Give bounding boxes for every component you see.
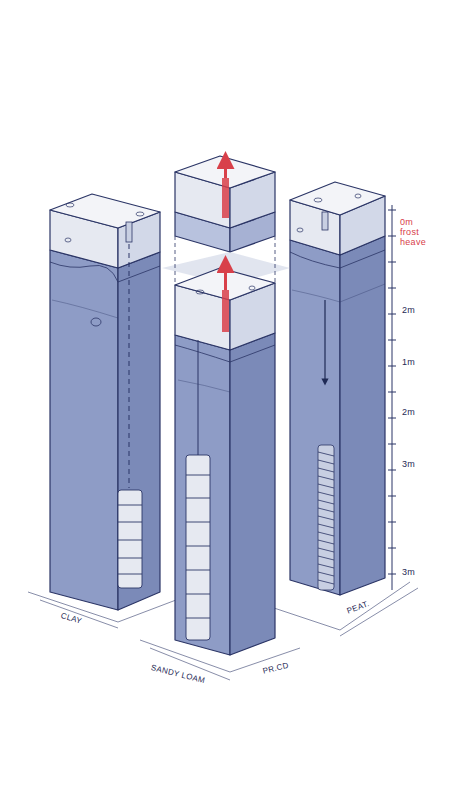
scale-label: 2m <box>402 408 432 418</box>
scale-label: 2m <box>402 306 432 316</box>
scale-label: 0m frost heave <box>400 218 434 248</box>
soil-label: PEAT. <box>346 591 396 616</box>
scale-label: 3m <box>402 460 432 470</box>
soil-label: CLAY <box>60 612 110 634</box>
soil-label: PR.CD <box>262 656 313 677</box>
soil-label: SANDY LOAM <box>150 664 220 689</box>
scale-label: 1m <box>402 358 432 368</box>
scale-label: 3m <box>402 568 432 578</box>
